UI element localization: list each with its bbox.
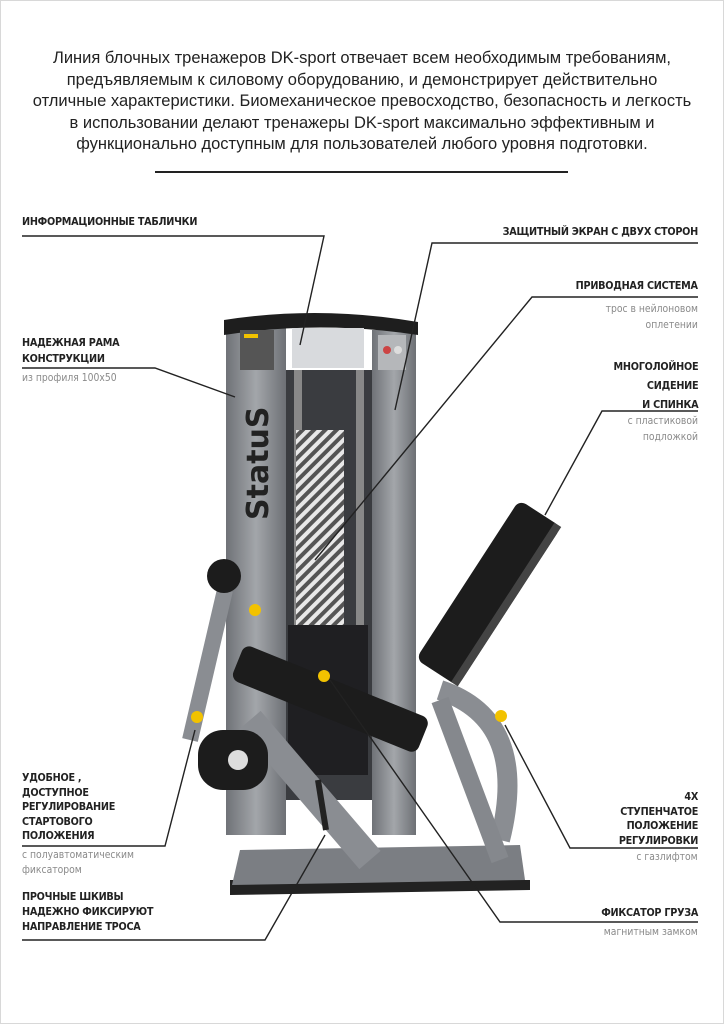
leader-seat [544, 410, 698, 516]
callout-sub: магнитным замком [604, 926, 698, 938]
callout-title: НАДЕЖНАЯ РАМА [22, 336, 120, 349]
callout-title: ЗАЩИТНЫЙ ЭКРАН С ДВУХ СТОРОН [502, 225, 699, 238]
brand-logo: StatuS [241, 407, 276, 521]
callout-title: ДОСТУПНОЕ [22, 785, 89, 799]
callout-sub: с газлифтом [636, 851, 698, 863]
callout-title: ПРИВОДНАЯ СИСТЕМА [575, 279, 698, 292]
callout-sub: подложкой [642, 431, 698, 443]
callout-sub: с полуавтоматическим [22, 849, 135, 861]
callout-frame-sub: из профиля 100х50 [22, 370, 117, 386]
seat-pad [232, 646, 428, 752]
callout-info-plates: ИНФОРМАЦИОННЫЕ ТАБЛИЧКИ [22, 214, 197, 230]
callout-title: 4Х [684, 790, 698, 803]
callout-steps-sub: с газлифтом [637, 849, 698, 865]
callout-title: УДОБНОЕ , [22, 771, 82, 784]
seat-support [431, 696, 509, 864]
callout-sub: из профиля 100х50 [22, 372, 117, 384]
front-leg-frame [239, 710, 381, 870]
callout-title: ПОЛОЖЕНИЕ [626, 819, 698, 832]
leader-info-plates [22, 235, 325, 346]
intro-line: в использовании делают тренажеры DK-spor… [69, 113, 655, 132]
backrest-pad [418, 502, 562, 687]
callout-title: РЕГУЛИРОВКИ [618, 833, 699, 847]
callout-sub: фиксатором [22, 864, 82, 876]
callout-seat-sub: с пластиковой подложкой [628, 413, 698, 445]
callout-title: ПРОЧНЫЕ ШКИВЫ [22, 890, 124, 903]
callout-title: ИНФОРМАЦИОННЫЕ ТАБЛИЧКИ [22, 215, 198, 228]
tower-top-cap [224, 312, 418, 335]
exercise-diagram-plate [292, 328, 364, 368]
callout-drive-sub: трос в нейлоновом оплетении [606, 301, 698, 333]
leader-pulleys [22, 834, 326, 941]
leader-drive [314, 296, 698, 561]
leader-steps [504, 724, 698, 849]
pop-pin [318, 670, 330, 682]
leader-shield [394, 242, 698, 411]
callout-title: МНОГОЛОЙНОЕ [613, 360, 698, 373]
callout-drive: ПРИВОДНАЯ СИСТЕМА [576, 278, 698, 294]
callout-title: СТУПЕНЧАТОЕ [620, 804, 698, 818]
leader-weight-lock [329, 679, 698, 923]
callout-seat: МНОГОЛОЙНОЕ СИДЕНИЕ И СПИНКА [613, 357, 698, 414]
pulley-housing [315, 779, 329, 831]
pop-pin [495, 710, 507, 722]
callout-sub: оплетении [645, 319, 698, 331]
seat-adjust-arc [436, 680, 518, 843]
callout-pulleys: ПРОЧНЫЕ ШКИВЫ НАДЕЖНО ФИКСИРУЮТ НАПРАВЛЕНИ… [22, 889, 154, 934]
pop-pin [249, 604, 261, 616]
callout-start-adjust-sub: с полуавтоматическим фиксатором [22, 848, 134, 878]
callout-title: И СПИНКА [641, 398, 698, 411]
muscle-chart-plate [378, 335, 406, 370]
callout-title: СИДЕНИЕ [646, 379, 699, 392]
leader-frame [22, 367, 236, 398]
guide-rod-cover [296, 430, 344, 630]
divider [155, 171, 568, 173]
intro-line: Линия блочных тренажеров DK-sport отвеча… [52, 49, 671, 67]
callout-title: НАПРАВЛЕНИЕ ТРОСА [22, 920, 141, 933]
intro-paragraph: Линия блочных тренажеров DK-sport отвеча… [30, 48, 694, 156]
callout-sub: трос в нейлоновом [605, 303, 698, 315]
base-beam [232, 845, 525, 885]
callout-title: ПОЛОЖЕНИЯ [22, 829, 95, 842]
callout-title: КОНСТРУКЦИИ [22, 352, 105, 365]
callout-title: ФИКСАТОР ГРУЗА [601, 906, 698, 919]
intro-line: функционально доступным для пользователе… [76, 135, 648, 153]
callout-weight-lock: ФИКСАТОР ГРУЗА [601, 905, 698, 921]
callout-title: СТАРТОВОГО [22, 814, 93, 828]
intro-line: отличные характеристики. Биомеханическое… [32, 92, 692, 110]
callout-sub: с пластиковой [627, 415, 698, 427]
callout-title: НАДЕЖНО ФИКСИРУЮТ [22, 905, 154, 918]
pop-pin [191, 711, 203, 723]
callout-weight-lock-sub: магнитным замком [604, 924, 698, 940]
shin-roller [207, 559, 241, 593]
leader-start-adjust [22, 729, 196, 847]
callout-frame: НАДЕЖНАЯ РАМА КОНСТРУКЦИИ [22, 335, 120, 367]
intro-line: предъявляемым к силовому оборудованию, и… [66, 70, 658, 89]
callout-shield: ЗАЩИТНЫЙ ЭКРАН С ДВУХ СТОРОН [502, 224, 699, 240]
callout-title: РЕГУЛИРОВАНИЕ [22, 800, 116, 813]
